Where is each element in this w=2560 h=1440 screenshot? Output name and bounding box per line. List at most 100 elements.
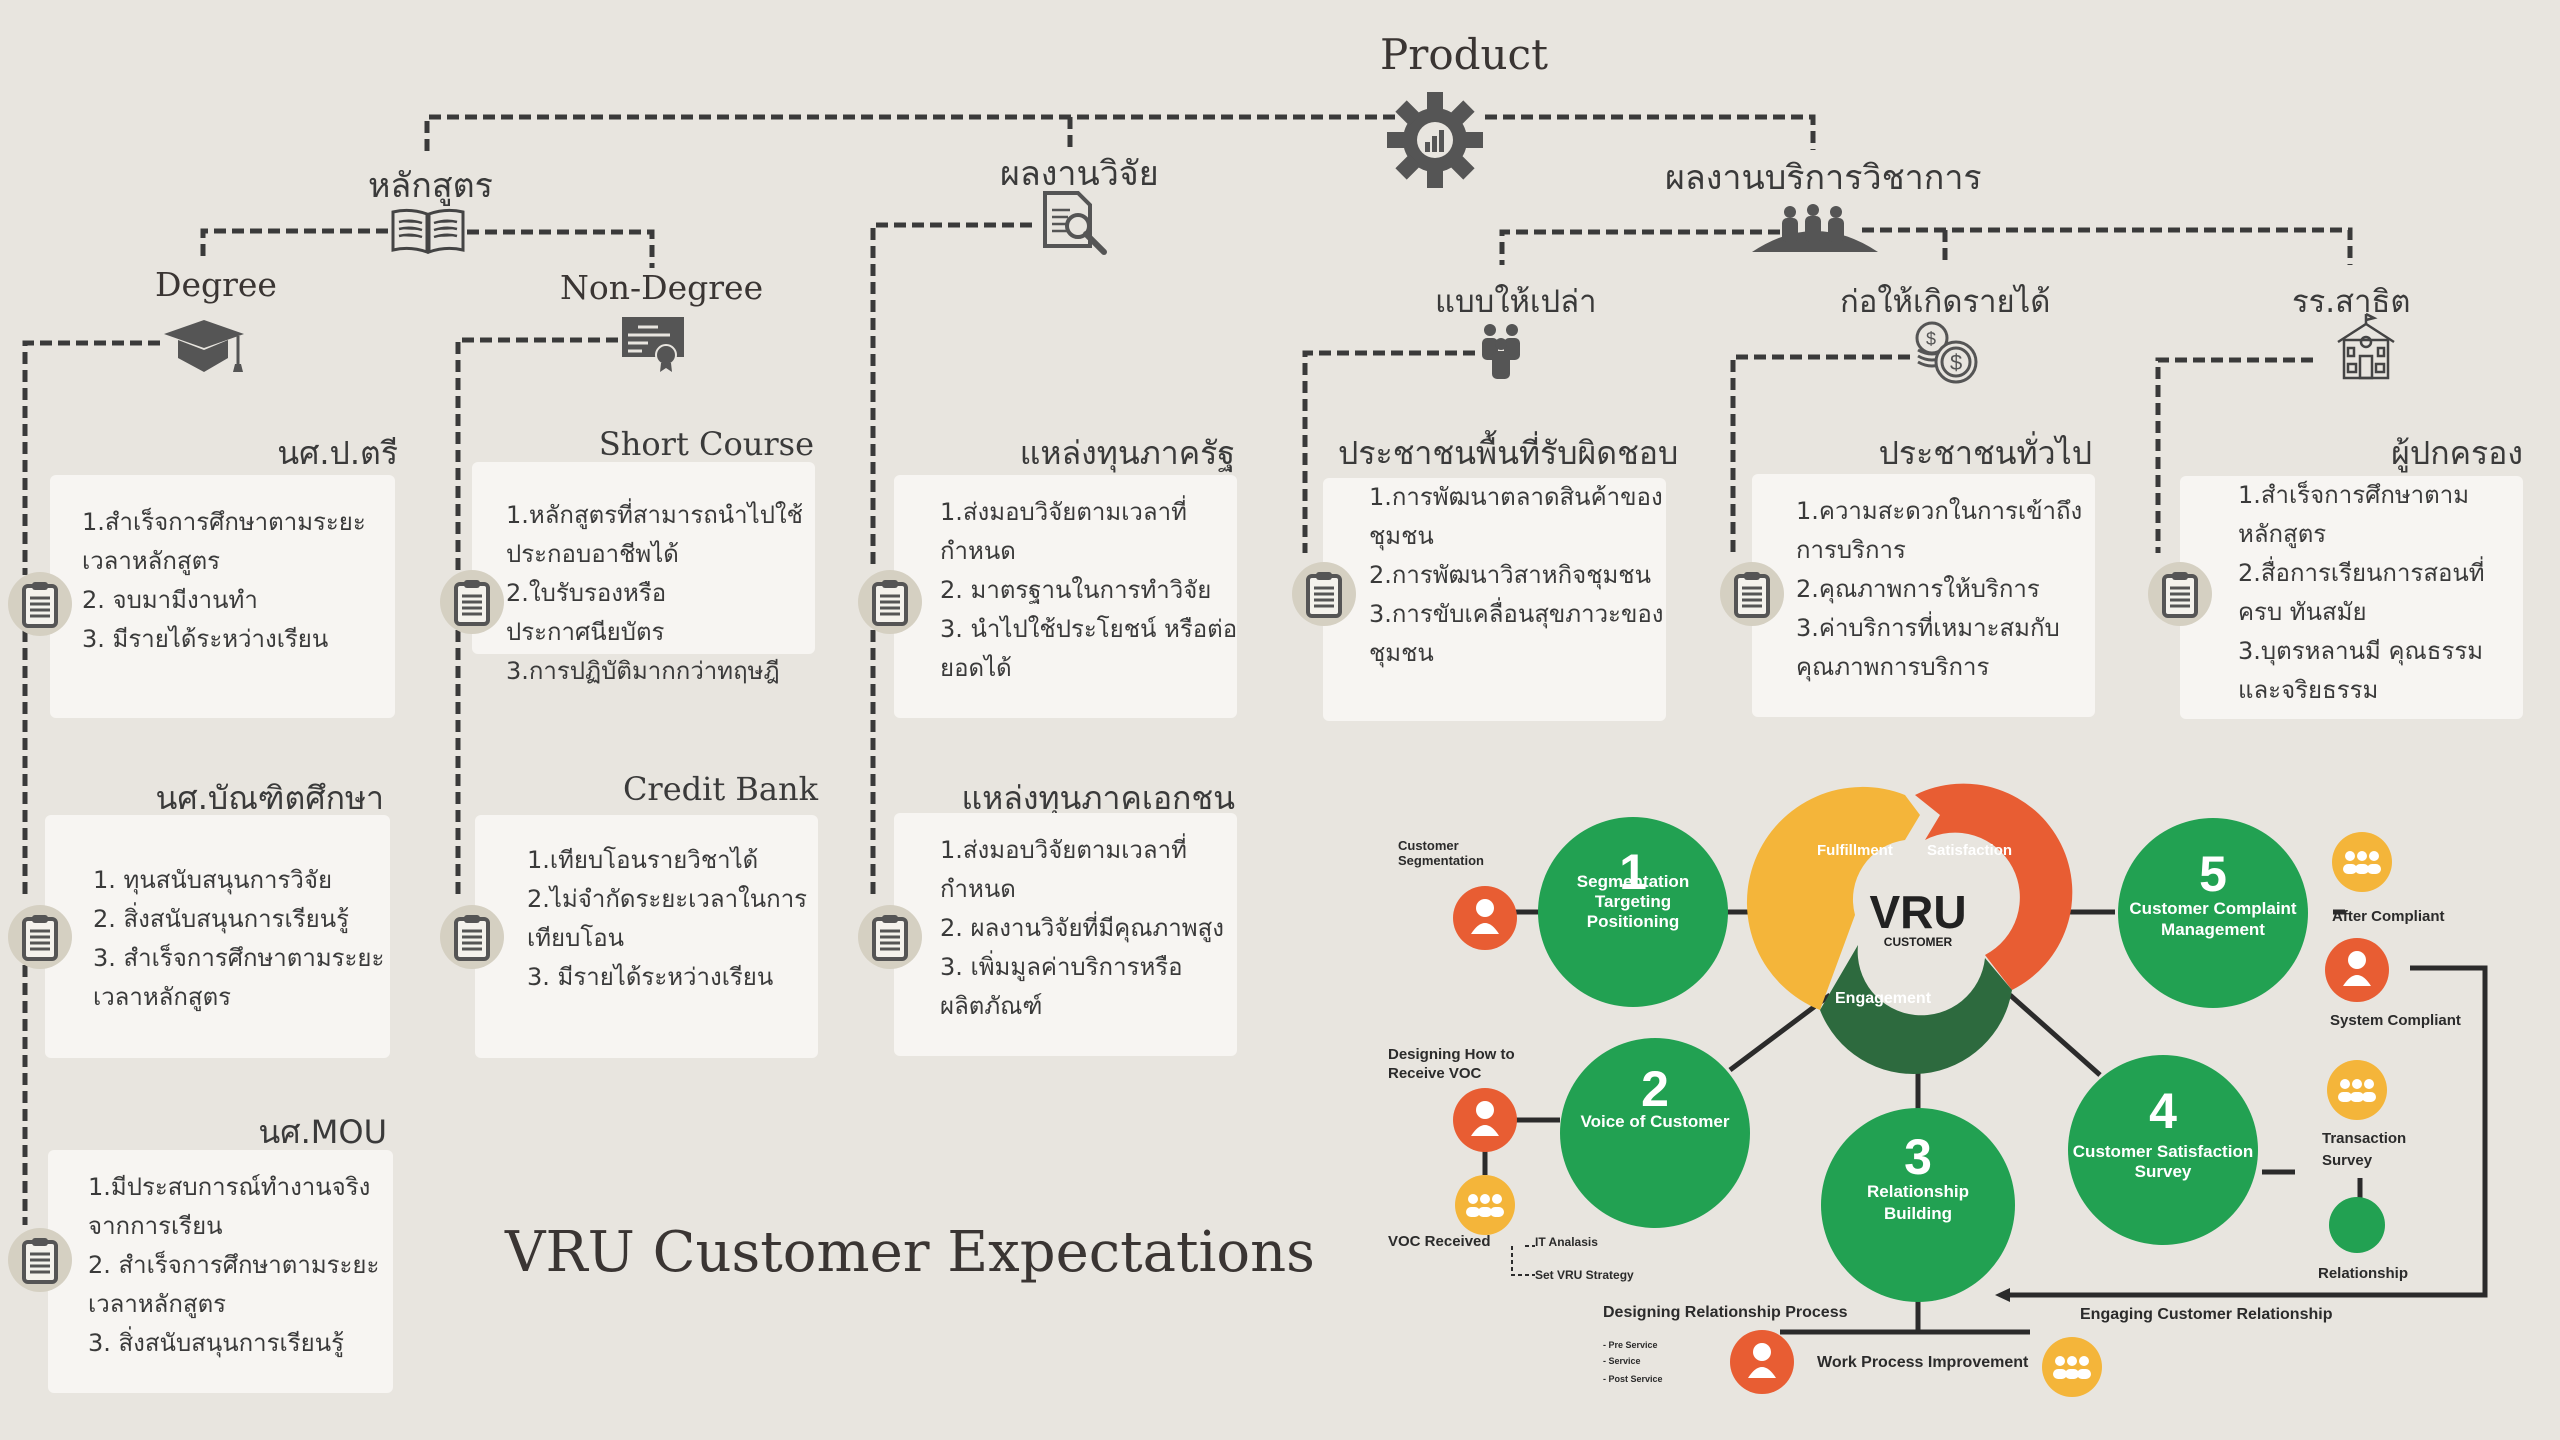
crm-label: - Service <box>1603 1356 1641 1366</box>
clipboard-icon <box>2148 562 2212 626</box>
step-label: Targeting <box>1594 892 1672 911</box>
person-icon <box>2348 951 2366 969</box>
card-line: 1.ส่งมอบวิจัยตามเวลาที่ <box>940 836 1187 864</box>
person-icon-bg <box>1453 1088 1517 1152</box>
card-line: ชุมชน <box>1369 522 1434 550</box>
crm-label: Relationship <box>2318 1265 2409 1282</box>
coins-dollar-icon: $$ <box>1910 320 1980 390</box>
card-line: 2.ไม่จำกัดระยะเวลาในการ <box>527 885 808 913</box>
card-line: เทียบโอน <box>527 924 625 952</box>
group-icon <box>2055 1356 2065 1366</box>
group-icon <box>2364 1079 2374 1089</box>
card-community: 1.การพัฒนาตลาดสินค้าของ ชุมชน 2.การพัฒนา… <box>1323 478 1666 721</box>
graduation-cap-icon <box>160 318 246 378</box>
card-line: 1. ทุนสนับสนุนการวิจัย <box>93 866 333 894</box>
person-icon-bg <box>1730 1330 1794 1394</box>
step-circle-5 <box>2118 818 2308 1008</box>
card-credit-bank-body: 1.เทียบโอนรายวิชาได้ 2.ไม่จำกัดระยะเวลาใ… <box>475 815 818 1058</box>
card-line: 2. ผลงานวิจัยที่มีคุณภาพสูง <box>940 914 1224 942</box>
card-line: 3. สำเร็จการศึกษาตามระยะ <box>93 944 385 972</box>
step-number: 5 <box>2199 846 2227 902</box>
card-short-course: 1.หลักสูตรที่สามารถนำไปใช้ ประกอบอาชีพได… <box>472 462 815 685</box>
card-line: คุณภาพการบริการ <box>1796 653 1990 681</box>
card-parents: 1.สำเร็จการศึกษาตาม หลักสูตร 2.สื่อการเร… <box>2180 476 2523 719</box>
card-public: 1.ความสะดวกในการเข้าถึง การบริการ 2.คุณภ… <box>1752 474 2095 717</box>
card-line: 1.สำเร็จการศึกษาตาม <box>2238 481 2470 509</box>
card-line: 3. สิ่งสนับสนุนการเรียนรู้ <box>88 1329 344 1357</box>
degree-label: Degree <box>155 265 277 304</box>
group-icon <box>2352 1079 2362 1089</box>
card-line: 2. มาตรฐานในการทำวิจัย <box>940 576 1212 604</box>
card-line: 1.ส่งมอบวิจัยตามเวลาที่ <box>940 498 1187 526</box>
person-icon <box>1753 1343 1771 1361</box>
ring-fulfillment <box>1746 786 1920 1010</box>
card-line: เวลาหลักสูตร <box>93 983 232 1011</box>
step-circle-4 <box>2068 1055 2258 1245</box>
card-line: 2. จบมามีงานทำ <box>82 586 258 614</box>
card-line: กำหนด <box>940 875 1016 903</box>
card-line: ประกาศนียบัตร <box>506 618 665 646</box>
crm-label: Customer <box>1398 838 1459 853</box>
card-line: 2.การพัฒนาวิสาหกิจชุมชน <box>1369 561 1651 589</box>
research-label: ผลงานวิจัย <box>1000 154 1159 194</box>
people-group-icon <box>1478 322 1524 386</box>
free-service-label: แบบให้เปล่า <box>1435 284 1597 320</box>
card-line: การบริการ <box>1796 536 1906 564</box>
card-title-private-fund: แหล่งทุนภาคเอกชน <box>961 779 1235 817</box>
step-number: 1 <box>1619 844 1647 900</box>
group-icon <box>1466 1207 1480 1217</box>
svg-text:$: $ <box>1950 350 1962 375</box>
audience-icon <box>1750 200 1880 260</box>
person-icon <box>1471 923 1499 934</box>
group-icon-bg <box>1455 1175 1515 1235</box>
card-line: ครบ ทันสมัย <box>2238 598 2367 626</box>
crm-label: Work Process Improvement <box>1817 1354 2029 1371</box>
card-line: 2. สำเร็จการศึกษาตามระยะ <box>88 1251 380 1279</box>
crm-label: - Post Service <box>1603 1374 1663 1384</box>
person-icon <box>1748 1367 1776 1378</box>
card-line: 3.ค่าบริการที่เหมาะสมกับ <box>1796 614 2060 642</box>
crm-label: - Pre Service <box>1603 1340 1658 1350</box>
step-number: 3 <box>1904 1129 1932 1185</box>
card-line: 1.หลักสูตรที่สามารถนำไปใช้ <box>506 501 803 529</box>
crm-label: Survey <box>2322 1152 2373 1169</box>
crm-label: Designing Relationship Process <box>1603 1304 1848 1321</box>
card-line: 1.เทียบโอนรายวิชาได้ <box>527 846 759 874</box>
group-icon <box>2357 851 2367 861</box>
crm-label: Engaging Customer Relationship <box>2080 1306 2333 1323</box>
card-title-grad: นศ.บัณฑิตศึกษา <box>155 779 384 817</box>
group-icon <box>1492 1194 1502 1204</box>
crm-label: VOC Received <box>1388 1233 1491 1250</box>
relationship-icon-bg <box>2329 1197 2385 1253</box>
crm-label: After Compliant <box>2332 908 2445 925</box>
clipboard-icon <box>858 905 922 969</box>
step-label: Customer Complaint <box>2129 899 2297 918</box>
card-line: ประกอบอาชีพได้ <box>506 540 679 568</box>
clipboard-icon <box>8 572 72 636</box>
step-label: Voice of Customer <box>1580 1112 1730 1131</box>
group-icon-bg <box>2042 1337 2102 1397</box>
step-circle-3 <box>1821 1108 2015 1302</box>
card-line: 2.คุณภาพการให้บริการ <box>1796 575 2040 603</box>
crm-label: System Compliant <box>2330 1012 2461 1029</box>
crm-label: Transaction <box>2322 1130 2407 1147</box>
card-bachelor: 1.สำเร็จการศึกษาตามระยะ เวลาหลักสูตร 2. … <box>50 475 395 718</box>
card-title-mou: นศ.MOU <box>258 1113 387 1151</box>
group-icon <box>2338 1092 2352 1102</box>
group-icon <box>1490 1207 1504 1217</box>
card-line: 1.สำเร็จการศึกษาตามระยะ <box>82 508 366 536</box>
card-title-credit-bank: Credit Bank <box>622 770 818 808</box>
person-icon-bg <box>2325 938 2389 1002</box>
card-line: 3.บุตรหลานมี คุณธรรม <box>2238 637 2484 665</box>
card-line: เวลาหลักสูตร <box>82 547 221 575</box>
card-line: กำหนด <box>940 537 1016 565</box>
group-icon <box>2345 851 2355 861</box>
school-building-icon <box>2330 312 2402 384</box>
clipboard-icon <box>858 570 922 634</box>
group-icon <box>1468 1194 1478 1204</box>
step-label: Survey <box>2134 1162 2192 1181</box>
card-line: 2. สิ่งสนับสนุนการเรียนรู้ <box>93 905 349 933</box>
card-line: หลักสูตร <box>2238 520 2327 548</box>
clipboard-icon <box>440 905 504 969</box>
step-number: 4 <box>2149 1083 2177 1139</box>
